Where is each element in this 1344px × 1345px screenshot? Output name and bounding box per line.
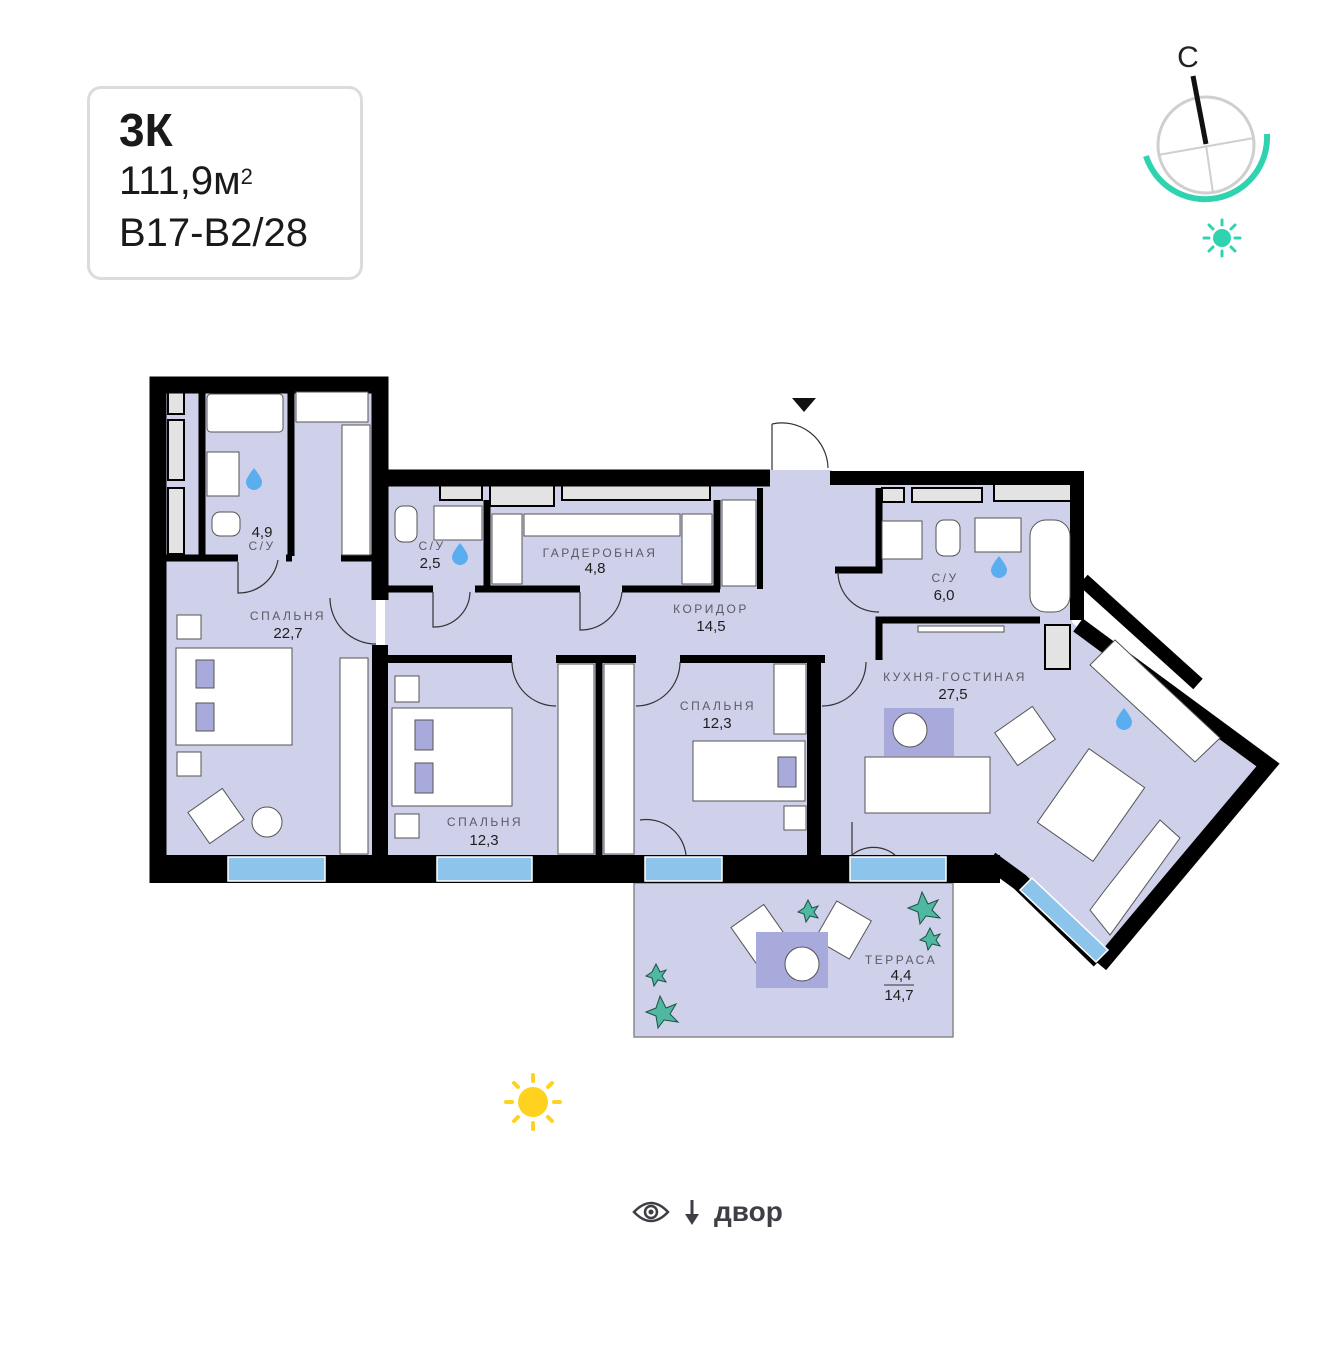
room-area: 12,3 [469,832,498,849]
bathtub [206,393,284,433]
apartment-info-card: 3К 111,9м2 В17-В2/28 [87,86,363,280]
north-label: С [1177,41,1199,74]
room-area: 6,0 [934,587,955,604]
furniture [175,391,1221,988]
room-area: 4,8 [585,560,606,577]
bathtub [1029,519,1071,613]
room-name: С/У [248,539,275,553]
eye-icon [632,1201,670,1223]
room-name: С/У [418,539,445,553]
sun-icon [504,1073,562,1131]
water-drop-icons [246,468,1132,730]
walls [149,376,1280,971]
entrance-arrow-icon [792,398,816,412]
wardrobe [295,391,369,423]
terrace-area-reduced: 4,4 [891,967,912,984]
view-label: двор [714,1196,783,1227]
sun-exposure-arc [1143,133,1271,203]
room-labels: С/У 4,9 СПАЛЬНЯ 22,7 С/У 2,5 ГАРДЕРОБНАЯ… [248,524,1027,1004]
room-area: 14,5 [696,618,725,635]
room-name: КУХНЯ-ГОСТИНАЯ [883,670,1027,684]
area-value: 111,9 [119,159,214,203]
area-unit: м [213,159,241,203]
toilet [211,511,241,537]
sink [433,505,483,541]
room-name: СПАЛЬНЯ [680,699,756,713]
apartment-code: В17-В2/28 [119,211,309,255]
room-area: 22,7 [273,625,302,642]
toilet [394,505,418,543]
room-name: КОРИДОР [673,602,749,616]
windows [227,856,1110,964]
arrow-down-icon [685,1200,699,1225]
room-area: 4,9 [252,524,273,541]
compass: С [1143,41,1271,258]
sun-icon [1202,218,1242,258]
room-name: С/У [931,571,958,585]
shower [881,520,923,560]
sofa [864,756,991,814]
room-area: 12,3 [702,715,731,732]
sink [206,451,240,497]
room-name: ГАРДЕРОБНАЯ [543,546,658,560]
terrace-name: ТЕРРАСА [865,953,937,967]
room-area: 27,5 [938,686,967,703]
apartment-area: 111,9м2 [119,155,360,207]
kitchen-counter [1089,639,1221,763]
apartment-type: 3К [119,104,173,156]
room-area: 2,5 [420,555,441,572]
room-name: СПАЛЬНЯ [250,609,326,623]
bed [175,647,293,746]
terrace-area-full: 14,7 [884,987,913,1004]
bed [391,707,513,807]
view-direction: двор [632,1196,783,1228]
doors [237,422,896,857]
plant-icons [644,890,942,1030]
area-unit-power: 2 [240,164,253,189]
north-arrow [1190,75,1209,145]
wardrobe [341,424,371,556]
dining-table [1036,747,1146,863]
room-name: СПАЛЬНЯ [447,815,523,829]
